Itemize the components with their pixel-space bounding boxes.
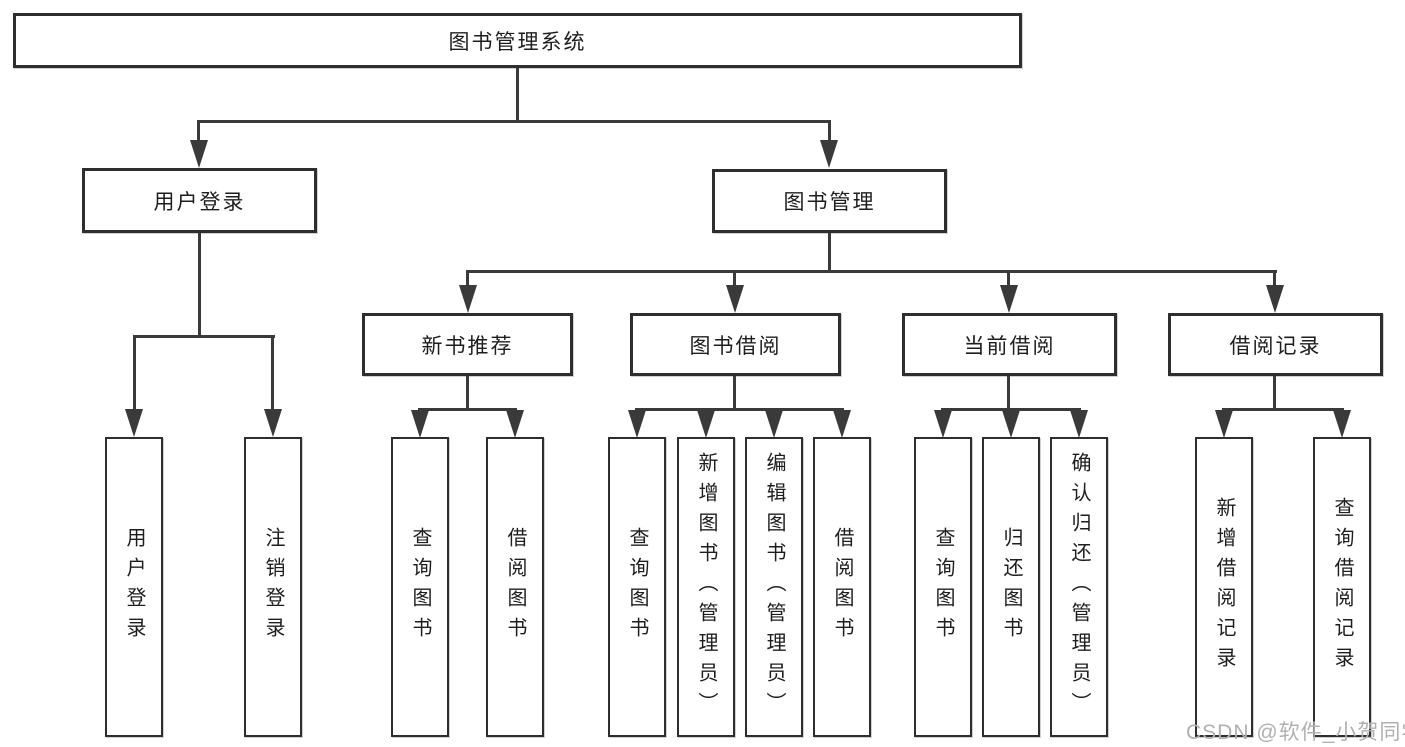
arrow-down-icon — [765, 410, 783, 438]
arrow-down-icon — [1070, 410, 1088, 438]
connector-bookmgmt-drop2 — [733, 270, 736, 287]
connector-root-left-drop — [197, 120, 200, 142]
connector-newbook-stem — [466, 376, 469, 408]
connector-newbook-bar — [418, 408, 517, 411]
connector-bookborrow-stem — [733, 376, 736, 408]
arrow-down-icon — [1215, 410, 1233, 438]
connector-userlogin-bar — [133, 335, 275, 338]
leaf-query-borrow-record: 查询借阅记录 — [1313, 437, 1371, 737]
connector-bookmgmt-drop3 — [1007, 270, 1010, 287]
arrow-down-icon — [934, 410, 952, 438]
arrow-down-icon — [697, 410, 715, 438]
arrow-down-icon — [628, 410, 646, 438]
leaf-logout-label: 注销登录 — [262, 527, 284, 647]
node-borrowing-records-label: 借阅记录 — [1229, 334, 1322, 358]
leaf-logout: 注销登录 — [244, 437, 302, 737]
node-book-borrowing: 图书借阅 — [630, 313, 841, 376]
node-book-borrowing-label: 图书借阅 — [689, 334, 782, 358]
arrow-down-icon — [1266, 285, 1284, 313]
leaf-query-books-3: 查询图书 — [914, 437, 972, 737]
leaf-query-books-3-label: 查询图书 — [932, 527, 954, 647]
connector-userlogin-drop2 — [271, 335, 274, 410]
node-user-login: 用户登录 — [82, 168, 317, 233]
connector-bookmgmt-bar — [466, 270, 1277, 273]
leaf-add-books-admin: 新增图书（管理员） — [677, 437, 735, 737]
leaf-user-login-label: 用户登录 — [123, 527, 145, 647]
node-current-borrowing: 当前借阅 — [902, 313, 1117, 376]
csdn-watermark: CSDN @软件_小贺同学 — [1186, 721, 1405, 744]
arrow-down-icon — [1333, 410, 1351, 438]
leaf-return-books: 归还图书 — [982, 437, 1040, 737]
leaf-borrow-books-2-label: 借阅图书 — [831, 527, 853, 647]
connector-records-bar — [1222, 408, 1344, 411]
leaf-confirm-return-admin: 确认归还（管理员） — [1050, 437, 1108, 737]
leaf-borrow-books-1: 借阅图书 — [486, 437, 544, 737]
leaf-add-borrow-record-label: 新增借阅记录 — [1213, 497, 1235, 677]
leaf-query-books-2: 查询图书 — [608, 437, 666, 737]
connector-currentborrow-stem — [1007, 376, 1010, 408]
node-library-system: 图书管理系统 — [13, 13, 1022, 68]
leaf-query-books-2-label: 查询图书 — [626, 527, 648, 647]
node-current-borrowing-label: 当前借阅 — [963, 334, 1056, 358]
node-book-management: 图书管理 — [712, 169, 947, 233]
connector-root-bar — [197, 120, 831, 123]
arrow-down-icon — [726, 285, 744, 313]
connector-bookborrow-bar — [635, 408, 844, 411]
node-library-system-label: 图书管理系统 — [448, 30, 587, 54]
connector-root-stem — [516, 68, 519, 120]
arrow-down-icon — [264, 409, 282, 437]
connector-records-stem — [1273, 376, 1276, 408]
connector-root-right-drop — [828, 120, 831, 142]
leaf-confirm-return-admin-label: 确认归还（管理员） — [1068, 452, 1090, 722]
leaf-query-books-1-label: 查询图书 — [409, 527, 431, 647]
arrow-down-icon — [1000, 285, 1018, 313]
leaf-add-borrow-record: 新增借阅记录 — [1195, 437, 1253, 737]
node-new-book-recommend: 新书推荐 — [362, 313, 573, 376]
leaf-add-books-admin-label: 新增图书（管理员） — [695, 452, 717, 722]
leaf-borrow-books-1-label: 借阅图书 — [504, 527, 526, 647]
leaf-query-books-1: 查询图书 — [391, 437, 449, 737]
arrow-down-icon — [125, 409, 143, 437]
connector-bookmgmt-drop1 — [466, 270, 469, 287]
arrow-down-icon — [833, 410, 851, 438]
arrow-down-icon — [506, 410, 524, 438]
node-new-book-recommend-label: 新书推荐 — [421, 334, 514, 358]
connector-userlogin-stem — [198, 233, 201, 335]
connector-bookmgmt-drop4 — [1273, 270, 1276, 287]
connector-userlogin-drop1 — [133, 335, 136, 410]
arrow-down-icon — [190, 140, 208, 168]
connector-bookmgmt-stem — [828, 233, 831, 270]
arrow-down-icon — [820, 140, 838, 168]
node-borrowing-records: 借阅记录 — [1168, 313, 1383, 376]
connector-currentborrow-bar — [941, 408, 1081, 411]
arrow-down-icon — [411, 410, 429, 438]
leaf-query-borrow-record-label: 查询借阅记录 — [1331, 497, 1353, 677]
node-user-login-label: 用户登录 — [153, 190, 246, 214]
arrow-down-icon — [1002, 410, 1020, 438]
node-book-management-label: 图书管理 — [783, 191, 876, 214]
leaf-edit-books-admin-label: 编辑图书（管理员） — [763, 452, 785, 722]
leaf-user-login: 用户登录 — [105, 437, 163, 737]
leaf-return-books-label: 归还图书 — [1000, 527, 1022, 647]
leaf-edit-books-admin: 编辑图书（管理员） — [745, 437, 803, 737]
leaf-borrow-books-2: 借阅图书 — [813, 437, 871, 737]
arrow-down-icon — [459, 285, 477, 313]
